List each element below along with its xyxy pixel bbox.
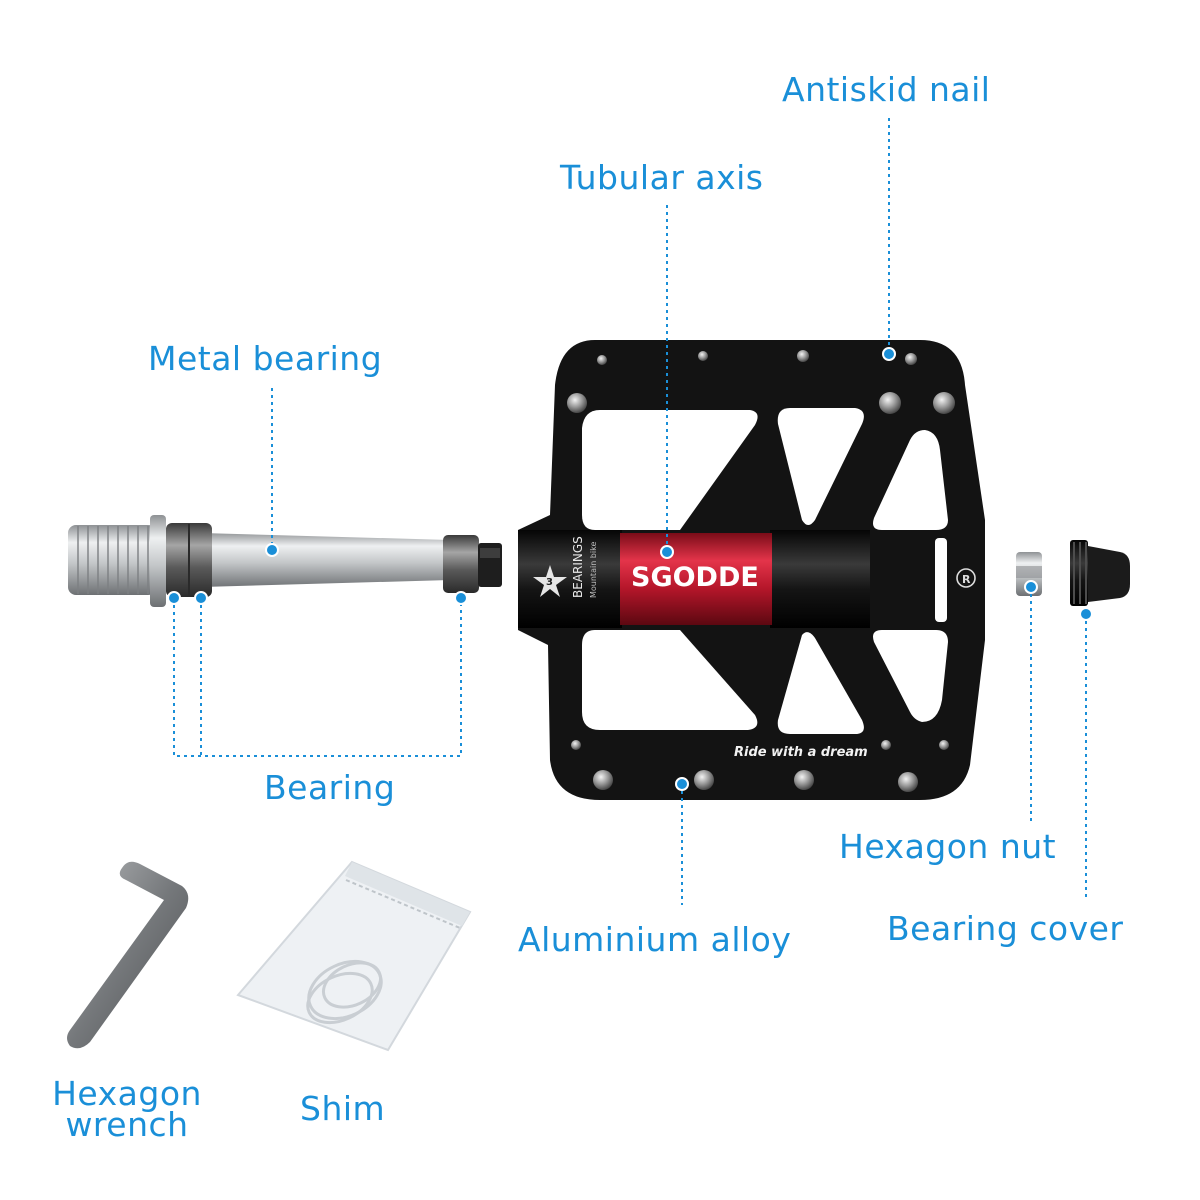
blue-dot-icon [265,543,279,557]
blue-dot-icon [660,545,674,559]
label-shim: Shim [300,1089,386,1128]
nail [698,351,708,361]
spindle-bearing-2 [443,535,479,593]
brand-logo: SGODDE [631,562,759,593]
label-tubular-axis: Tubular axis [560,158,764,197]
label-antiskid-nail: Antiskid nail [782,70,991,109]
nail [939,740,949,750]
axle-housing-right [770,530,870,628]
nail [881,740,891,750]
tubular-axis-red [620,533,772,625]
nail [794,770,814,790]
leader-dots [167,347,1093,791]
label-hexagon-wrench: Hexagon wrench [44,1077,210,1141]
blue-dot-icon [675,777,689,791]
label-aluminium-alloy: Aluminium alloy [518,920,792,959]
label-hexagon-wrench-line1: Hexagon [52,1074,202,1113]
pedal-cover-hole [935,538,947,622]
blue-dot-icon [194,591,208,605]
pedal-body [518,340,985,800]
pedal-window-top-left [582,410,758,530]
label-bearing: Bearing [264,768,396,807]
spindle-flange [150,515,166,607]
label-hexagon-nut: Hexagon nut [839,827,1057,866]
nail [571,740,581,750]
pedal-window-top-mid [777,408,864,525]
blue-dot-icon [1079,607,1093,621]
nail [597,355,607,365]
antiskid-nails [567,350,955,792]
bearings-star-icon [533,565,567,597]
leader-bearing [173,598,462,757]
bearings-text: BEARINGS [571,536,585,598]
bearings-subtext: Mountain bike [589,541,598,598]
label-metal-bearing: Metal bearing [148,339,383,378]
registered-mark-icon: R [956,568,976,588]
nail [797,350,809,362]
slogan-text: Ride with a dream [734,745,868,760]
blue-dot-icon [882,347,896,361]
hexagon-wrench [67,861,189,1049]
svg-text:R: R [962,573,971,586]
spindle-shaft [166,532,450,588]
spindle [68,515,502,607]
bearings-count: 3 [546,577,553,588]
spindle-thread [68,525,156,595]
blue-dot-icon [167,591,181,605]
label-bearing-cover: Bearing cover [887,909,1124,948]
nail [593,770,613,790]
bearing-cover [1070,540,1130,606]
pedal-window-bottom-left [582,630,758,730]
blue-dot-icon [1024,580,1038,594]
nail [905,353,917,365]
pedal-window-top-right [873,430,948,530]
nail [898,772,918,792]
leader-lines [173,118,1087,905]
blue-dot-icon [454,591,468,605]
nail [933,392,955,414]
nail [694,770,714,790]
nail [567,393,587,413]
shim-bag [236,860,472,1052]
nail [879,392,901,414]
label-hexagon-wrench-line2: wrench [65,1105,189,1144]
pedal-window-bottom-mid [777,632,864,734]
pedal-window-bottom-right [873,630,948,722]
axle-housing-left [518,530,622,628]
